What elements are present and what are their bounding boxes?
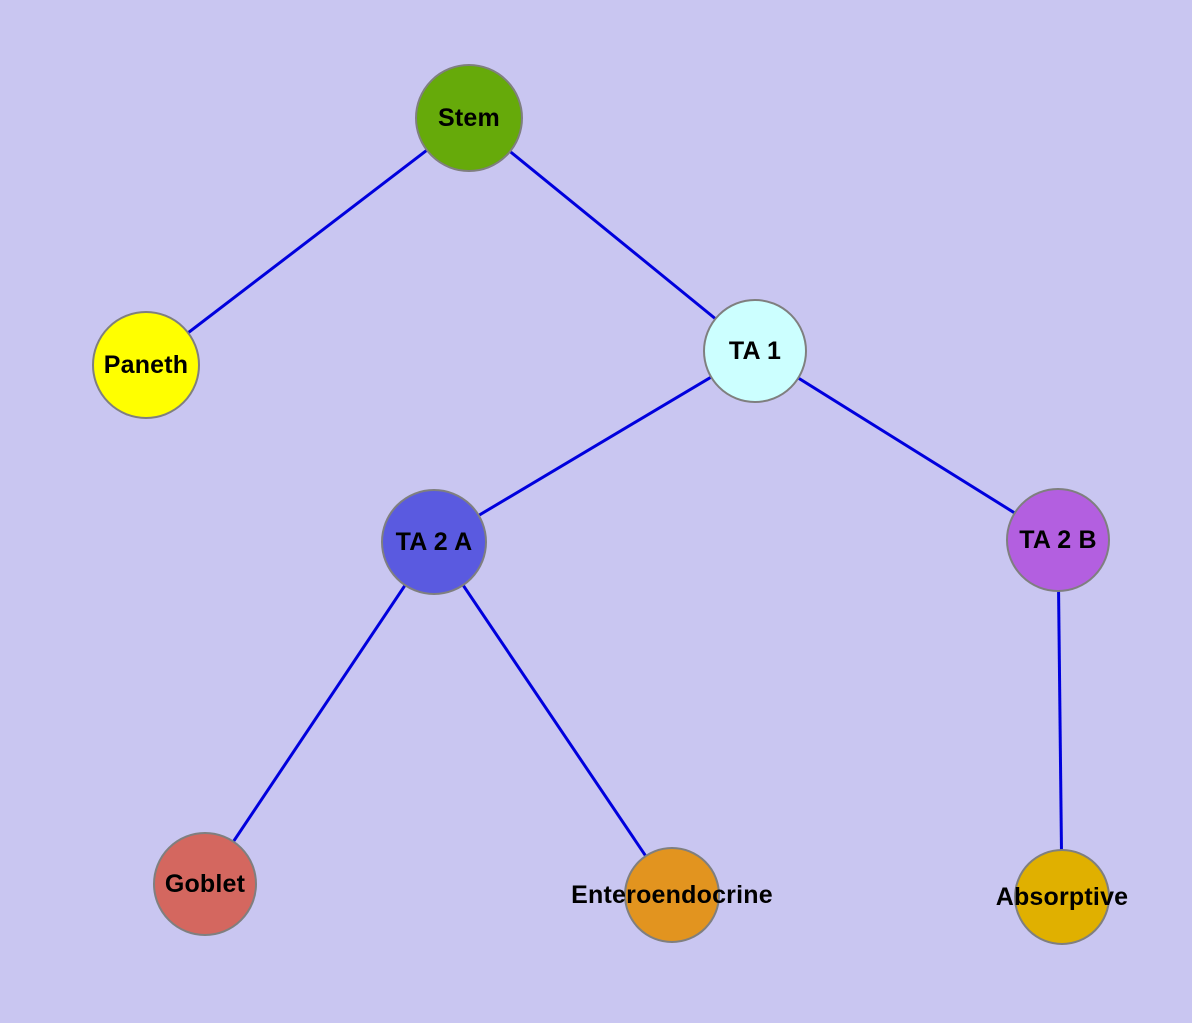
node-ta-2-b[interactable]: TA 2 B [1006,488,1110,592]
node-label: TA 2 B [1019,525,1097,554]
node-label: Paneth [103,350,189,379]
node-ta-1[interactable]: TA 1 [703,299,807,403]
edge-ta-2-b-to-absorptive [1056,539,1064,898]
node-absorptive[interactable]: Absorptive [996,849,1128,945]
node-enteroendocrine[interactable]: Enteroendocrine [571,847,773,943]
node-label: TA 2 A [395,527,473,556]
node-label: Enteroendocrine [571,880,773,909]
edge-ta-1-to-ta-2-b [754,349,1059,542]
edge-stem-to-paneth [145,116,470,367]
edge-ta-2-a-to-goblet [203,541,436,885]
edge-ta-1-to-ta-2-a [433,349,756,544]
node-label: Absorptive [995,882,1129,911]
node-stem[interactable]: Stem [415,64,523,172]
node-label: Stem [438,103,500,132]
node-paneth[interactable]: Paneth [92,311,200,419]
node-goblet[interactable]: Goblet [153,832,257,936]
edge-stem-to-ta-1 [468,116,756,353]
node-ta-2-a[interactable]: TA 2 A [381,489,487,595]
node-label: TA 1 [728,336,782,365]
edge-ta-2-a-to-enteroendocrine [432,541,674,896]
node-label: Goblet [164,869,246,898]
